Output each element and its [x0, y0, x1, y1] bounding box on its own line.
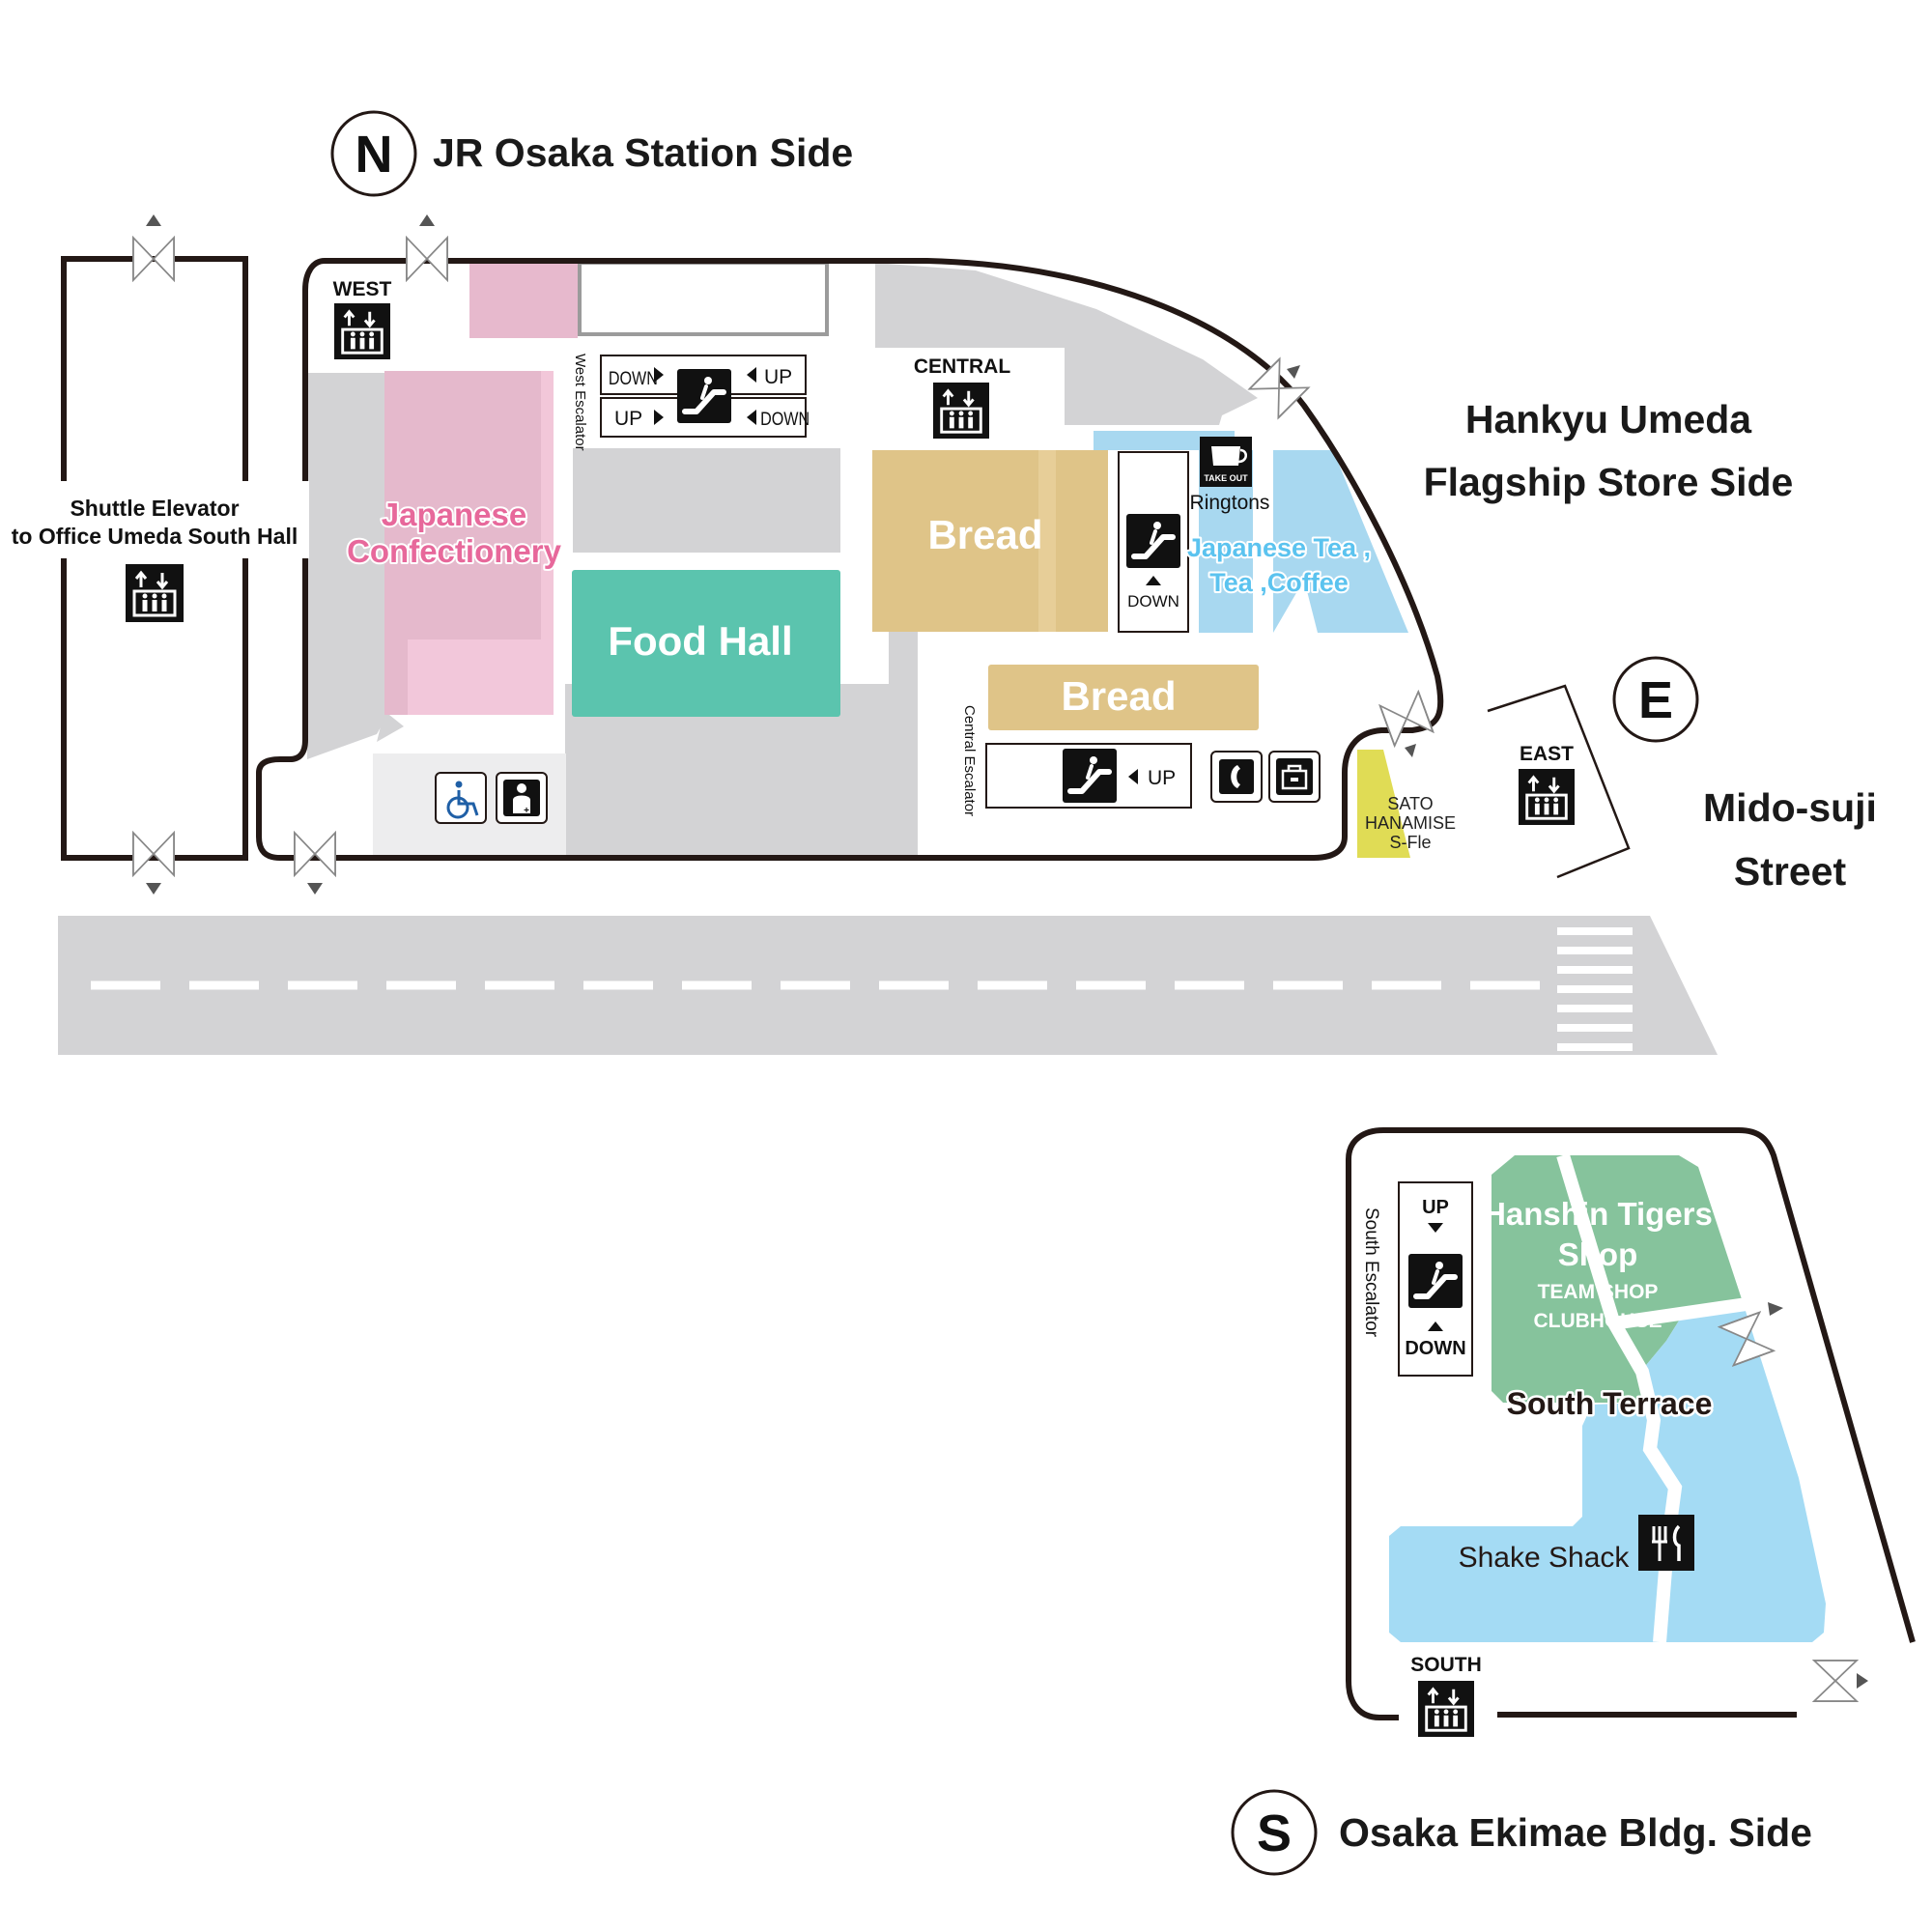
hanshin-tigers-shop[interactable]	[1492, 1155, 1745, 1403]
crosswalk	[1557, 927, 1633, 1051]
doors	[132, 214, 1868, 1702]
south-elevator-icon[interactable]	[1418, 1681, 1474, 1737]
central-escalator-icon[interactable]	[1063, 749, 1117, 803]
west-escalator-label: West Escalator	[572, 354, 588, 451]
bread-north-label: Bread	[927, 512, 1042, 557]
take-out-sign: TAKE OUT	[1200, 437, 1252, 487]
door-icon-west-south[interactable]	[294, 832, 336, 876]
west-escalator-icon[interactable]	[677, 369, 731, 423]
hankyu-side-line2: Flagship Store Side	[1424, 460, 1794, 504]
south-letter: S	[1257, 1804, 1292, 1862]
door-icon-east[interactable]	[1378, 691, 1435, 747]
south-building-outline	[1346, 1127, 1916, 1720]
south-escalator-icon[interactable]	[1408, 1254, 1463, 1308]
shuttle-label-line1: Shuttle Elevator	[70, 496, 239, 521]
door-icon-west-north[interactable]	[406, 237, 448, 281]
tea-escalator[interactable]: DOWN	[1118, 451, 1189, 633]
east-side-line2: Street	[1734, 849, 1847, 894]
pink-small-shop	[469, 263, 578, 338]
bread-south-label: Bread	[1061, 673, 1176, 719]
central-elevator-icon[interactable]	[933, 383, 989, 439]
east-elevator-label: EAST	[1520, 743, 1574, 765]
central-esc-up: UP	[1148, 767, 1176, 789]
ringtons-label: Ringtons	[1190, 492, 1270, 514]
svg-text:+: +	[524, 806, 529, 816]
compass-north: N	[330, 110, 417, 197]
shuttle-label-line2: to Office Umeda South Hall	[12, 524, 298, 549]
confectionery-label-line2: Confectionery	[347, 533, 562, 569]
shuttle-elevator-icon[interactable]	[126, 564, 184, 622]
west-escalator[interactable]: DOWN UP UP DOWN	[600, 355, 810, 438]
south-esc-down: DOWN	[1405, 1338, 1465, 1359]
nursing-room-sign[interactable]: +	[496, 772, 548, 824]
central-elevator-label: CENTRAL	[914, 355, 1010, 378]
road	[58, 916, 1718, 1055]
north-letter: N	[355, 126, 393, 184]
south-elevator-label: SOUTH	[1410, 1654, 1482, 1676]
west-elevator-icon[interactable]	[334, 303, 390, 359]
tigers-sub-line1: TEAM SHOP	[1538, 1281, 1659, 1303]
confectionery-label-line1: Japanese	[382, 497, 526, 532]
east-letter: E	[1638, 671, 1673, 729]
restaurant-sign	[1638, 1515, 1694, 1571]
south-escalator-label: South Escalator	[1361, 1208, 1381, 1338]
top-vacant-shop	[578, 261, 829, 336]
door-icon-south-east[interactable]	[1813, 1660, 1858, 1702]
central-escalator[interactable]: UP	[985, 743, 1192, 809]
west-esc-up-left: UP	[614, 408, 642, 430]
sato-label-line3: S-Fle	[1389, 833, 1431, 852]
food-hall-shop[interactable]	[572, 570, 840, 717]
west-esc-down-right: DOWN	[760, 409, 810, 430]
west-elevator-label: WEST	[333, 278, 392, 300]
east-entrance-walls	[1487, 684, 1631, 879]
south-terrace-label: South Terrace	[1507, 1386, 1713, 1421]
west-esc-down-left: DOWN	[609, 368, 658, 389]
central-escalator-label: Central Escalator	[961, 705, 978, 816]
sato-label-line1: SATO	[1387, 794, 1433, 813]
tea-label-line1: Japanese Tea ,	[1187, 533, 1371, 562]
sato-hanamise-shop[interactable]	[1357, 750, 1410, 858]
south-building-floor	[1389, 1152, 1826, 1643]
sato-label-line2: HANAMISE	[1365, 813, 1456, 833]
south-terrace-area[interactable]	[1389, 1308, 1826, 1642]
tea-esc-down: DOWN	[1127, 592, 1179, 611]
south-esc-up: UP	[1422, 1197, 1449, 1218]
door-icon-northeast[interactable]	[1248, 357, 1310, 419]
south-side-label: Osaka Ekimae Bldg. Side	[1339, 1810, 1812, 1855]
north-side-label: JR Osaka Station Side	[433, 130, 853, 175]
tigers-label-line2: Shop	[1558, 1236, 1637, 1272]
east-elevator-icon[interactable]	[1519, 769, 1575, 825]
tea-escalator-icon[interactable]	[1126, 514, 1180, 568]
bread-shop-south[interactable]	[988, 665, 1259, 730]
take-out-label: TAKE OUT	[1204, 473, 1248, 483]
tea-coffee-shop[interactable]	[1094, 431, 1408, 633]
tigers-label-line1: Hanshin Tigers	[1483, 1196, 1713, 1232]
tea-label-line2: Tea ,Coffee	[1209, 568, 1349, 597]
telephone-sign[interactable]	[1210, 751, 1263, 803]
bread-shop-north[interactable]	[872, 450, 1108, 632]
hankyu-side-line1: Hankyu Umeda	[1465, 397, 1752, 441]
compass-south: S	[1231, 1789, 1318, 1876]
coin-locker-sign[interactable]	[1268, 751, 1321, 803]
tigers-sub-line2: CLUBHOUSE	[1533, 1310, 1662, 1332]
food-hall-label: Food Hall	[608, 618, 792, 664]
east-side-line1: Mido-suji	[1703, 785, 1877, 830]
west-esc-up-right: UP	[764, 366, 792, 388]
compass-east: E	[1612, 656, 1699, 743]
japanese-confectionery-shop[interactable]	[384, 371, 554, 715]
wheelchair-sign[interactable]	[435, 772, 487, 824]
shake-shack-label: Shake Shack	[1459, 1542, 1631, 1574]
south-escalator[interactable]: UP DOWN	[1398, 1181, 1473, 1377]
